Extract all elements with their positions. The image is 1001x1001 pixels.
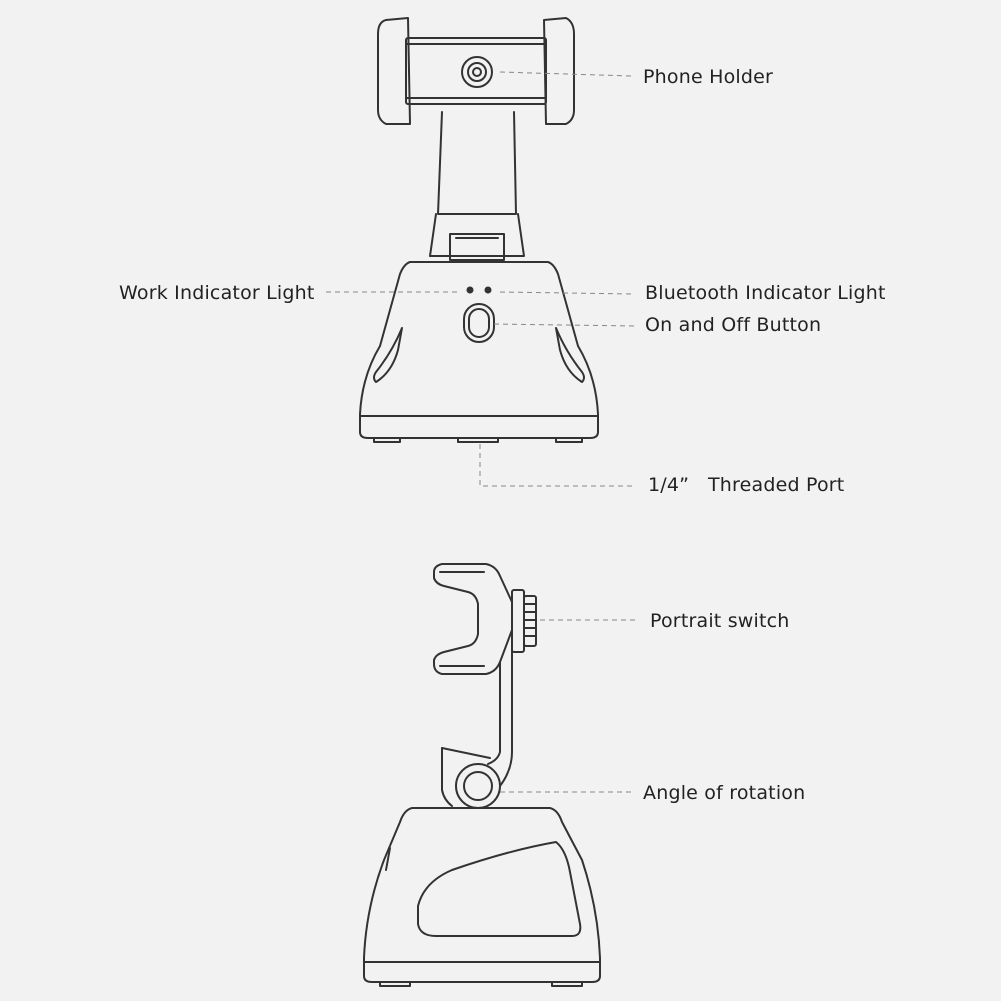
holder-stalk (429, 111, 525, 261)
side-base (363, 807, 601, 987)
label-on-off-button: On and Off Button (645, 314, 822, 336)
leader-threaded-port (479, 444, 636, 487)
label-threaded-port: 1/4” Threaded Port (648, 474, 845, 496)
label-work-indicator-light: Work Indicator Light (119, 282, 315, 304)
label-portrait-switch: Portrait switch (650, 610, 790, 632)
side-view (363, 563, 601, 987)
front-view (359, 17, 599, 443)
leader-on-off-button (493, 323, 635, 327)
label-angle-of-rotation: Angle of rotation (643, 782, 806, 804)
leader-bluetooth-indicator (499, 291, 635, 295)
phone-holder (377, 17, 575, 125)
portrait-switch-knob (511, 589, 537, 653)
leader-lines (326, 71, 636, 793)
leader-phone-holder (499, 71, 633, 77)
side-clamp (433, 563, 513, 675)
label-bluetooth-indicator-light: Bluetooth Indicator Light (645, 282, 886, 304)
label-phone-holder: Phone Holder (643, 66, 774, 88)
front-base (359, 261, 599, 443)
